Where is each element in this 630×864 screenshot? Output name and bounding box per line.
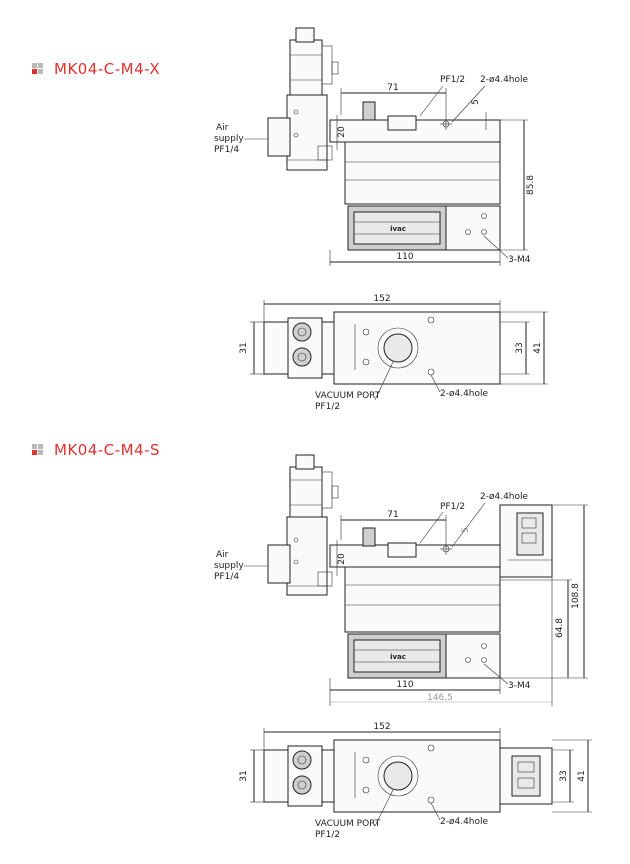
label-pf12: PF1/2 (440, 75, 465, 85)
label-holes: 2-ø4.4hole (440, 389, 489, 399)
dim-108-8: 108.8 (571, 583, 581, 609)
silencer-inner (353, 639, 441, 673)
label-holes: 2-ø4.4hole (480, 75, 529, 85)
vacuum-port-size: PF1/2 (315, 830, 340, 840)
valve-body (286, 94, 328, 171)
air-label-2: supply (214, 134, 244, 144)
air-supply-port (267, 544, 291, 584)
dim-71: 71 (387, 510, 398, 520)
vacuum-port-label: VACUUM PORT (315, 391, 381, 401)
ejector-side (333, 739, 501, 813)
section-title-2: MK04-C-M4-S (32, 441, 160, 459)
dim-85-8: 85.8 (526, 175, 536, 195)
dim-41: 41 (533, 342, 543, 353)
model-title: MK04-C-M4-S (54, 441, 161, 459)
dim-5: 5 (461, 527, 471, 533)
ivac-logo: ivac (390, 225, 406, 233)
section-title-1: MK04-C-M4-X (32, 60, 160, 78)
s2-top-view: ivac 71 5 20 108.8 64.8 110 146. (214, 454, 588, 706)
vacuum-port-label: VACUUM PORT (315, 819, 381, 829)
coil-cap (295, 454, 315, 470)
solenoid-coil (289, 39, 323, 96)
dim-110: 110 (396, 252, 413, 262)
air-supply-port (267, 117, 291, 157)
label-holes: 2-ø4.4hole (480, 492, 529, 502)
label-holes: 2-ø4.4hole (440, 817, 489, 827)
bullet-icon (32, 63, 44, 75)
dim-146-5: 146.5 (427, 693, 453, 703)
dim-152: 152 (373, 722, 390, 732)
coil-side (263, 749, 291, 803)
port-fitting (362, 527, 376, 547)
dim-5: 5 (471, 99, 481, 105)
dim-31: 31 (239, 342, 249, 353)
dim-41: 41 (577, 770, 587, 781)
label-pf12: PF1/2 (440, 502, 465, 512)
ejector-side (333, 311, 501, 385)
air-label-3: PF1/4 (214, 145, 239, 155)
label-m4: 3-M4 (508, 681, 531, 691)
model-title: MK04-C-M4-X (54, 60, 161, 78)
dim-64-8: 64.8 (555, 618, 565, 638)
silencer-inner (353, 211, 441, 245)
mount-block (445, 633, 501, 679)
dim-20: 20 (337, 553, 347, 565)
port-fitting (362, 101, 376, 121)
label-m4: 3-M4 (508, 255, 531, 265)
main-block (344, 141, 501, 205)
dim-33: 33 (515, 342, 525, 353)
ivac-logo: ivac (390, 653, 406, 661)
coil-cap (295, 27, 315, 43)
air-label-1: Air (216, 123, 229, 133)
dim-31: 31 (239, 770, 249, 781)
dim-110: 110 (396, 680, 413, 690)
vacuum-port-window (387, 542, 417, 558)
air-label-3: PF1/4 (214, 572, 239, 582)
vacuum-port-size: PF1/2 (315, 402, 340, 412)
dim-20: 20 (337, 126, 347, 138)
dim-152: 152 (373, 294, 390, 304)
air-label-2: supply (214, 561, 244, 571)
air-label-1: Air (216, 550, 229, 560)
valve-body (286, 516, 328, 596)
bullet-icon (32, 444, 44, 456)
dim-33: 33 (559, 770, 569, 781)
s1-top-view: ivac 71 5 20 85.8 110 PF1/2 2-ø4.4hole 3… (214, 27, 536, 266)
s1-side-view: 152 31 33 41 VACUUM PORT PF1/2 2-ø4.4hol… (239, 294, 548, 412)
solenoid-coil (289, 466, 323, 518)
dim-71: 71 (387, 83, 398, 93)
main-block (344, 566, 501, 633)
vacuum-port-window (387, 115, 417, 131)
coil-side (263, 321, 291, 375)
s2-side-view: 152 31 33 41 VACUUM PORT PF1/2 2-ø4.4hol… (239, 722, 592, 840)
